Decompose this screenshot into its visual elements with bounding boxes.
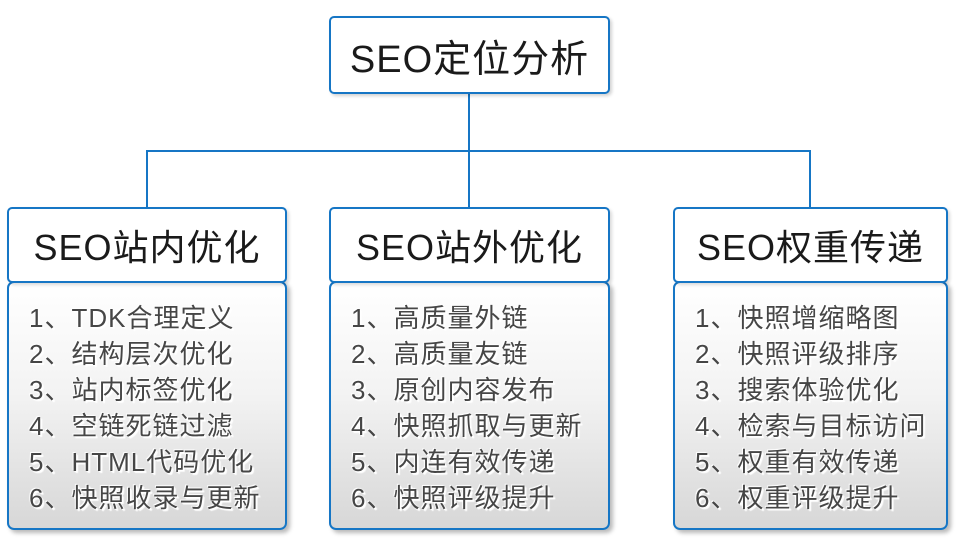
branch-header-onsite-optimization: SEO站内优化 <box>7 207 287 283</box>
branch-header-label: SEO站外优化 <box>355 227 584 268</box>
connector-root-vertical <box>468 94 470 152</box>
branch-header-label: SEO站内优化 <box>33 227 261 268</box>
list-item: 4、空链死链过滤 <box>29 411 234 441</box>
list-item: 1、TDK合理定义 <box>29 303 235 333</box>
list-item: 2、结构层次优化 <box>29 339 234 369</box>
list-item: 3、原创内容发布 <box>351 375 556 405</box>
branch-list-onsite-optimization: 1、TDK合理定义 2、结构层次优化 3、站内标签优化 4、空链死链过滤 5、H… <box>7 281 287 530</box>
list-item: 3、搜索体验优化 <box>695 375 900 405</box>
list-item: 2、高质量友链 <box>351 339 529 369</box>
list-item: 1、快照增缩略图 <box>695 303 900 333</box>
list-item: 6、快照评级提升 <box>351 483 556 513</box>
branch-header-weight-transfer: SEO权重传递 <box>673 207 948 283</box>
list-item: 4、快照抓取与更新 <box>351 411 583 441</box>
connector-right-vertical <box>809 150 811 208</box>
list-item: 3、站内标签优化 <box>29 375 234 405</box>
list-item: 6、权重评级提升 <box>695 483 900 513</box>
branch-header-label: SEO权重传递 <box>696 227 925 268</box>
list-item: 5、权重有效传递 <box>695 447 900 477</box>
list-item: 5、内连有效传递 <box>351 447 556 477</box>
list-item: 1、高质量外链 <box>351 303 529 333</box>
connector-left-vertical <box>146 150 148 208</box>
branch-header-offsite-optimization: SEO站外优化 <box>329 207 610 283</box>
branch-list-offsite-optimization: 1、高质量外链 2、高质量友链 3、原创内容发布 4、快照抓取与更新 5、内连有… <box>329 281 610 530</box>
list-item: 4、检索与目标访问 <box>695 411 927 441</box>
root-node-seo-positioning-analysis: SEO定位分析 <box>329 16 610 94</box>
root-node-label: SEO定位分析 <box>349 38 590 81</box>
list-item: 2、快照评级排序 <box>695 339 900 369</box>
branch-list-weight-transfer: 1、快照增缩略图 2、快照评级排序 3、搜索体验优化 4、检索与目标访问 5、权… <box>673 281 948 530</box>
list-item: 6、快照收录与更新 <box>29 483 261 513</box>
list-item: 5、HTML代码优化 <box>29 447 255 477</box>
connector-horizontal <box>146 150 811 152</box>
connector-middle-vertical <box>468 150 470 208</box>
